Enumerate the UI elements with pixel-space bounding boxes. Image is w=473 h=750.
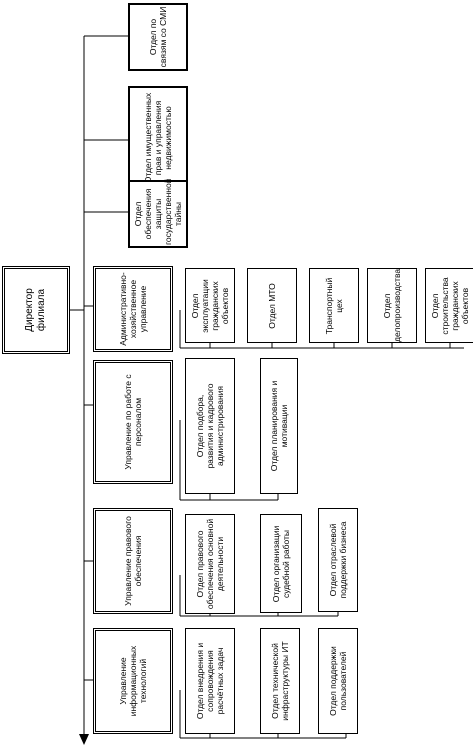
top-dept-label: Отдел имущественных прав и управления не… — [143, 92, 173, 184]
department-label: Отдел подбора, развития и кадрового адми… — [195, 383, 225, 469]
division-label: Управление правового обеспечения — [123, 516, 143, 606]
department-box: Отдел отраслевой поддержки бизнеса — [318, 508, 358, 612]
division-box: Административно-хозяйственное управление — [93, 266, 173, 352]
top-dept-label: Отдел по связям со СМИ — [148, 6, 168, 68]
department-label: Отдел технической инфраструктуры ИТ — [270, 641, 290, 721]
director-box: Директор филиала — [2, 266, 70, 354]
trunk-arrowhead — [79, 734, 89, 745]
department-label: Отдел МТО — [267, 282, 277, 329]
department-box: Отдел организации судебной работы — [260, 514, 302, 613]
department-box: Отдел делопроизводства — [367, 268, 417, 343]
department-label: Отдел поддержки пользователей — [328, 646, 348, 716]
department-box: Отдел поддержки пользователей — [318, 628, 358, 734]
department-box: Транспортный цех — [309, 268, 359, 343]
department-box: Отдел правового обеспечения основной дея… — [185, 514, 235, 614]
department-box: Отдел строительства гражданских объектов — [425, 268, 473, 343]
top-dept-box: Отдел имущественных прав и управления не… — [128, 86, 188, 190]
department-label: Отдел отраслевой поддержки бизнеса — [328, 521, 348, 599]
director-label: Директор филиала — [24, 288, 47, 332]
department-box: Отдел планирования и мотивации — [260, 358, 298, 494]
division-box: Управление по работе с персоналом — [93, 360, 173, 484]
department-box: Отдел МТО — [247, 268, 297, 343]
division-label: Административно-хозяйственное управление — [118, 272, 148, 346]
department-label: Отдел планирования и мотивации — [269, 380, 289, 472]
department-label: Отдел эксплуатации гражданских объектов — [190, 278, 230, 333]
department-label: Транспортный цех — [324, 277, 344, 334]
division-label: Управление по работе с персоналом — [123, 374, 143, 470]
top-dept-label: Отдел обеспечения защиты государственной… — [133, 178, 183, 245]
department-label: Отдел строительства гражданских объектов — [430, 276, 470, 335]
top-dept-box: Отдел по связям со СМИ — [128, 3, 188, 71]
division-box: Управление информационных технологий — [93, 628, 173, 734]
department-label: Отдел внедрения и сопровождения расчётны… — [195, 642, 225, 720]
department-label: Отдел правового обеспечения основной дея… — [195, 518, 225, 610]
division-box: Управление правового обеспечения — [93, 508, 173, 614]
top-dept-box: Отдел обеспечения защиты государственной… — [128, 178, 188, 248]
department-box: Отдел технической инфраструктуры ИТ — [260, 628, 300, 734]
department-label: Отдел организации судебной работы — [271, 525, 291, 602]
department-box: Отдел подбора, развития и кадрового адми… — [185, 358, 235, 494]
division-label: Управление информационных технологий — [118, 645, 148, 717]
department-box: Отдел внедрения и сопровождения расчётны… — [185, 628, 235, 734]
department-label: Отдел делопроизводства — [382, 268, 402, 342]
department-box: Отдел эксплуатации гражданских объектов — [185, 268, 235, 343]
